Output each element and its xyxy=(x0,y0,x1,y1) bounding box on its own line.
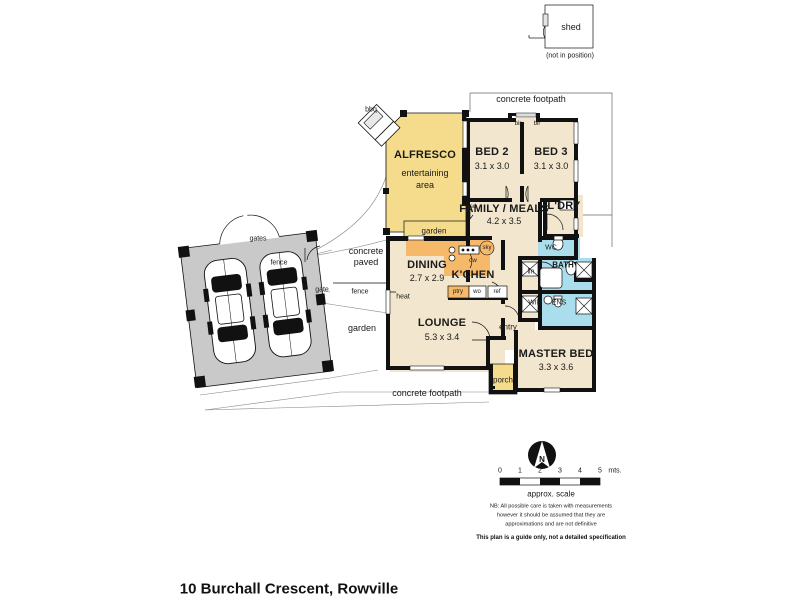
room-label-bath: BATH xyxy=(552,260,574,270)
heat-label: heat xyxy=(396,293,410,301)
label-garden-top: garden xyxy=(421,226,447,236)
compass-rose: N xyxy=(528,441,556,469)
lin-label: lin xyxy=(527,268,535,276)
label-concrete-paved-line2: paved xyxy=(353,257,379,267)
ref-label: ref xyxy=(493,289,501,295)
room-dim-dining: 2.7 x 2.9 xyxy=(409,273,445,283)
bbq-fixture xyxy=(357,103,401,147)
scale-tick-5: 5 xyxy=(598,467,602,475)
room-label-porch: porch xyxy=(492,375,514,385)
room-label-ens: ENS xyxy=(551,299,567,307)
scale-tick-0: 0 xyxy=(498,467,502,475)
sky-label: sky xyxy=(482,245,492,251)
room-label-family: FAMILY / MEALS xyxy=(459,203,549,215)
disclaimer-line-2: however it should be assumed that they a… xyxy=(496,512,606,519)
room-label-dining: DINING xyxy=(407,259,447,271)
label-gates: gates xyxy=(249,235,267,243)
label-gate: gate xyxy=(315,286,329,294)
side-gate xyxy=(304,245,321,262)
entry-label: entry xyxy=(499,322,517,332)
room-label-wir: WIR xyxy=(528,299,542,307)
windows xyxy=(385,112,579,393)
room-label-bed3: BED 3 xyxy=(534,146,568,158)
label-garden-left: garden xyxy=(347,323,377,333)
label-concrete-footpath-top: concrete footpath xyxy=(496,94,566,104)
bir-left-label: bir xyxy=(514,121,522,127)
room-label-laundry: L'DRY xyxy=(547,200,581,212)
room-dim-family: 4.2 x 3.5 xyxy=(486,216,522,226)
room-dim-bed3: 3.1 x 3.0 xyxy=(533,161,569,171)
room-label-kitchen: K'CHEN xyxy=(451,269,495,281)
scale-caption: approx. scale xyxy=(527,489,575,499)
disclaimer-line-4: This plan is a guide only, not a detaile… xyxy=(476,535,626,541)
dw-label: dw xyxy=(469,258,477,264)
label-fence-mid: fence xyxy=(351,288,369,296)
wo-label: wo xyxy=(473,289,481,295)
label-concrete-footpath-bottom: concrete footpath xyxy=(392,388,462,398)
house-shell xyxy=(390,118,596,395)
scale-unit: mts. xyxy=(608,467,622,475)
garage-block xyxy=(177,214,335,389)
room-label-master: MASTER BED xyxy=(518,348,594,360)
room-dim-bed2: 3.1 x 3.0 xyxy=(474,161,510,171)
page-title: 10 Burchall Crescent, Rowville xyxy=(179,580,399,598)
room-label-alfresco: ALFRESCO xyxy=(393,149,457,161)
label-fence-top: fence xyxy=(270,259,288,267)
room-sub-alfresco-2: area xyxy=(415,180,435,190)
bir-right-label: bir xyxy=(533,121,541,127)
shed-diagram xyxy=(528,4,594,49)
scale-tick-3: 3 xyxy=(558,467,562,475)
room-label-lounge: LOUNGE xyxy=(417,317,467,329)
sd-label: sd xyxy=(469,204,477,210)
room-label-bed2: BED 2 xyxy=(475,146,509,158)
scale-tick-4: 4 xyxy=(578,467,582,475)
room-label-wc: WC xyxy=(545,244,557,252)
shed-note: (not in position) xyxy=(546,52,594,60)
disclaimer-line-3: approximations and are not definitive xyxy=(505,521,597,528)
room-dim-master: 3.3 x 3.6 xyxy=(538,362,574,372)
label-concrete-paved-line1: concrete xyxy=(348,246,384,256)
room-sub-alfresco-1: entertaining xyxy=(401,168,449,178)
bbq-label: bbq xyxy=(365,106,377,114)
scale-bar xyxy=(499,477,601,486)
scale-tick-1: 1 xyxy=(518,467,522,475)
fixtures xyxy=(390,199,593,389)
ptry-label: ptry xyxy=(452,289,464,295)
svg-text:N: N xyxy=(539,455,545,464)
disclaimer-line-1: NB: All possible care is taken with meas… xyxy=(489,503,613,510)
scale-tick-2: 2 xyxy=(538,467,542,475)
room-dim-lounge: 5.3 x 3.4 xyxy=(424,332,460,342)
shed-label: shed xyxy=(561,22,581,32)
